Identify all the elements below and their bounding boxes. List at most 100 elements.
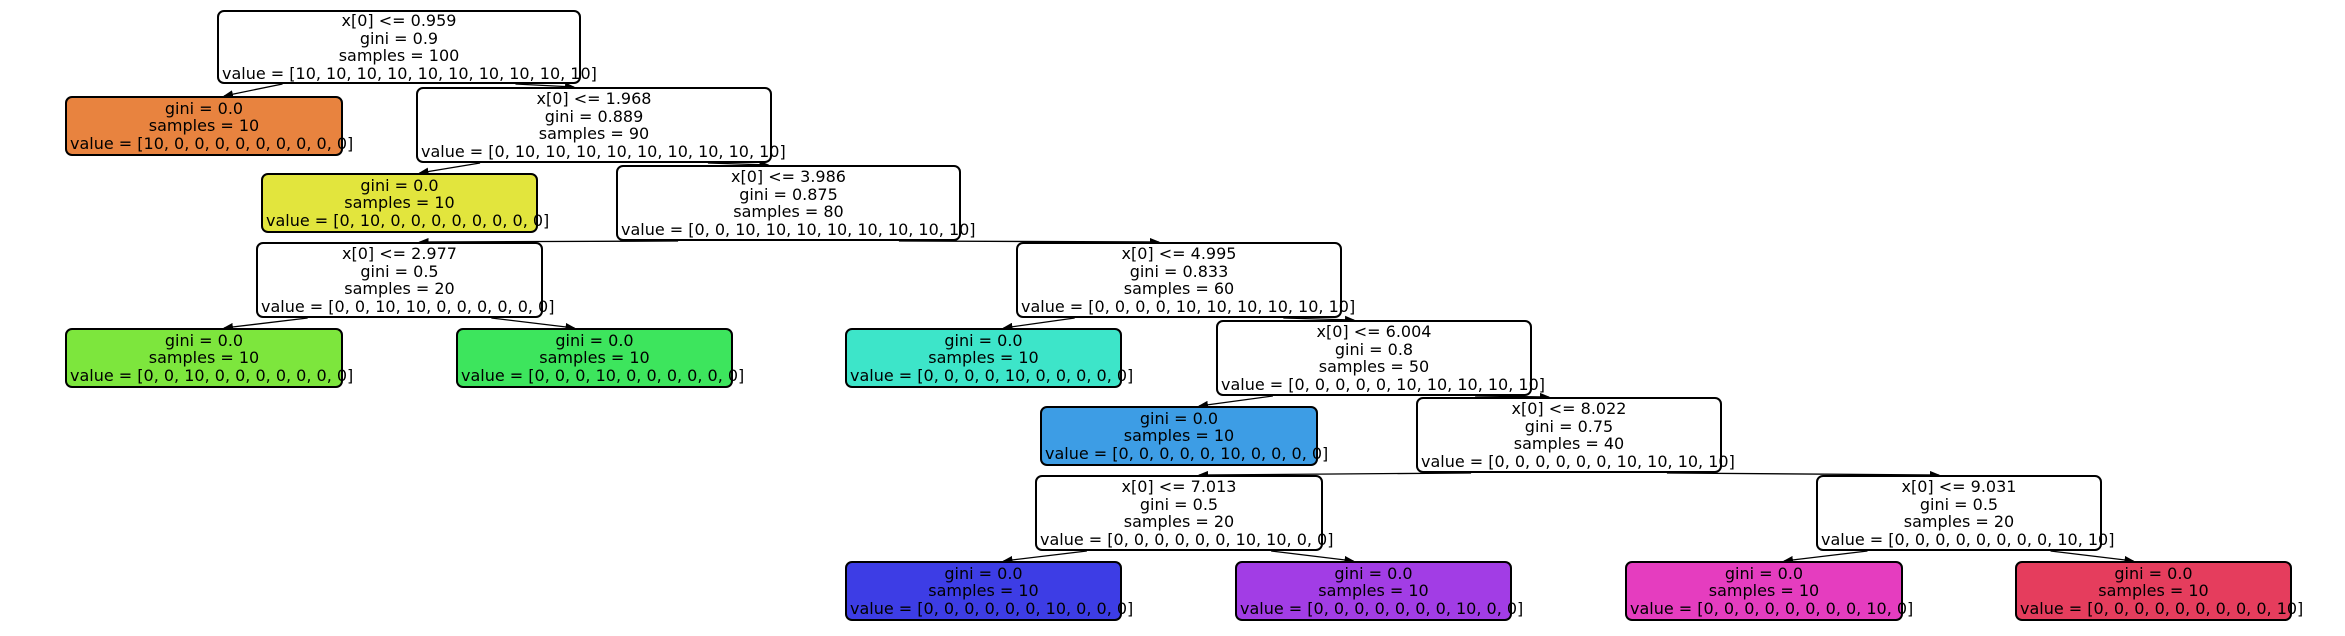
node-text-line: gini = 0.889 (544, 106, 644, 126)
tree-edge-n16-n17 (1783, 550, 1868, 564)
node-text-line: samples = 10 (928, 348, 1039, 368)
node-text-line: x[0] <= 6.004 (1316, 322, 1432, 341)
node-text-line: samples = 10 (344, 193, 455, 213)
node-text-line: gini = 0.5 (1139, 494, 1219, 514)
node-text-line: samples = 90 (538, 124, 650, 143)
node-text-line: samples = 20 (1903, 512, 2015, 531)
node-text-line: samples = 10 (2098, 581, 2209, 601)
node-text-line: gini = 0.5 (1919, 494, 1999, 514)
node-text-line: gini = 0.0 (944, 330, 1023, 350)
node-text-line: x[0] <= 1.968 (536, 89, 652, 108)
tree-edge-n16-n18 (2050, 550, 2135, 564)
node-text-line: x[0] <= 4.995 (1121, 244, 1237, 263)
node-text-line: x[0] <= 0.959 (341, 11, 457, 30)
node-text-line: samples = 10 (148, 116, 260, 136)
node-text-line: gini = 0.0 (1724, 563, 1804, 583)
node-text-line: gini = 0.5 (360, 261, 439, 281)
node-text-line: value = [0, 0, 0, 0, 0, 0, 0, 10, 0, 0] (1240, 598, 1524, 618)
node-text-line: gini = 0.0 (1139, 408, 1219, 428)
node-text-line: x[0] <= 9.031 (1901, 477, 2017, 496)
node-text-line: samples = 50 (1318, 357, 1430, 376)
node-text-line: value = [0, 10, 10, 10, 10, 10, 10, 10, … (421, 141, 786, 161)
node-text-line: gini = 0.0 (944, 563, 1023, 583)
node-text-line: value = [10, 0, 0, 0, 0, 0, 0, 0, 0, 0] (70, 133, 354, 153)
node-text-line: value = [0, 0, 0, 0, 0, 10, 0, 0, 0, 0] (1045, 443, 1329, 463)
node-text-line: value = [10, 10, 10, 10, 10, 10, 10, 10,… (222, 63, 597, 83)
tree-edge-n10-n11 (1198, 395, 1273, 409)
node-text-line: samples = 10 (148, 348, 260, 368)
node-text-line: gini = 0.9 (359, 28, 439, 48)
node-text-line: samples = 40 (1513, 434, 1625, 453)
node-text-line: samples = 10 (1123, 426, 1235, 446)
tree-edge-n8-n9 (1002, 317, 1075, 331)
node-text-line: samples = 10 (1708, 581, 1820, 601)
node-text-line: gini = 0.75 (1524, 416, 1614, 436)
tree-edge-n8-n10 (1283, 315, 1355, 324)
tree-edge-n4-n8 (898, 237, 1160, 246)
node-text-line: x[0] <= 3.986 (731, 167, 846, 186)
node-text-line: value = [0, 0, 0, 0, 0, 0, 0, 0, 10, 0] (1630, 598, 1914, 618)
tree-edge-n12-n16 (1666, 470, 1940, 479)
tree-edge-n5-n6 (223, 317, 308, 331)
tree-edge-n13-n14 (1002, 550, 1087, 564)
node-text-line: samples = 10 (539, 348, 650, 368)
node-text-line: x[0] <= 7.013 (1121, 477, 1237, 496)
node-text-line: samples = 80 (733, 202, 844, 221)
node-text-line: value = [0, 0, 0, 0, 0, 0, 10, 0, 0, 0] (850, 598, 1134, 618)
node-text-line: gini = 0.0 (1334, 563, 1413, 583)
node-text-line: samples = 20 (1123, 512, 1235, 531)
node-text-line: value = [0, 0, 10, 10, 0, 0, 0, 0, 0, 0] (261, 296, 555, 316)
node-text-line: value = [0, 0, 0, 0, 0, 0, 0, 0, 10, 10] (1821, 529, 2115, 549)
tree-edge-n2-n3 (418, 162, 481, 176)
node-text-line: gini = 0.0 (2114, 563, 2193, 583)
node-text-line: value = [0, 0, 0, 0, 0, 0, 10, 10, 10, 1… (1421, 451, 1735, 471)
node-text-line: value = [0, 0, 0, 0, 0, 0, 0, 0, 0, 10] (2020, 598, 2304, 618)
node-text-line: value = [0, 0, 0, 0, 10, 0, 0, 0, 0, 0] (850, 365, 1134, 385)
node-text-line: value = [0, 0, 0, 0, 10, 10, 10, 10, 10,… (1021, 296, 1356, 316)
node-text-line: gini = 0.875 (739, 184, 838, 204)
tree-edge-n12-n13 (1198, 470, 1472, 479)
node-text-line: gini = 0.0 (164, 330, 244, 350)
tree-edge-n2-n4 (707, 160, 770, 169)
node-text-line: gini = 0.0 (555, 330, 634, 350)
tree-edge-n5-n7 (491, 317, 576, 331)
node-text-line: x[0] <= 8.022 (1511, 399, 1627, 418)
node-text-line: value = [0, 0, 10, 0, 0, 0, 0, 0, 0, 0] (70, 365, 354, 385)
node-text-line: gini = 0.8 (1334, 339, 1414, 359)
tree-edge-n13-n15 (1271, 550, 1355, 564)
node-text-line: samples = 10 (1318, 581, 1429, 601)
tree-edge-n4-n5 (418, 237, 679, 246)
tree-edge-n10-n12 (1475, 392, 1550, 401)
node-text-line: samples = 100 (338, 46, 460, 65)
node-text-line: gini = 0.0 (360, 175, 439, 195)
node-text-line: samples = 60 (1123, 279, 1235, 298)
node-text-line: x[0] <= 2.977 (342, 244, 457, 263)
tree-edge-n0-n2 (515, 82, 575, 91)
node-text-line: samples = 20 (344, 279, 455, 298)
node-text-line: value = [0, 0, 0, 10, 0, 0, 0, 0, 0, 0] (461, 365, 745, 385)
node-text-line: value = [0, 10, 0, 0, 0, 0, 0, 0, 0, 0] (266, 210, 550, 230)
node-text-line: value = [0, 0, 0, 0, 0, 0, 10, 10, 0, 0] (1040, 529, 1334, 549)
node-text-line: value = [0, 0, 0, 0, 0, 10, 10, 10, 10, … (1221, 374, 1546, 394)
node-text-line: gini = 0.833 (1129, 261, 1229, 281)
node-text-line: samples = 10 (928, 581, 1039, 601)
